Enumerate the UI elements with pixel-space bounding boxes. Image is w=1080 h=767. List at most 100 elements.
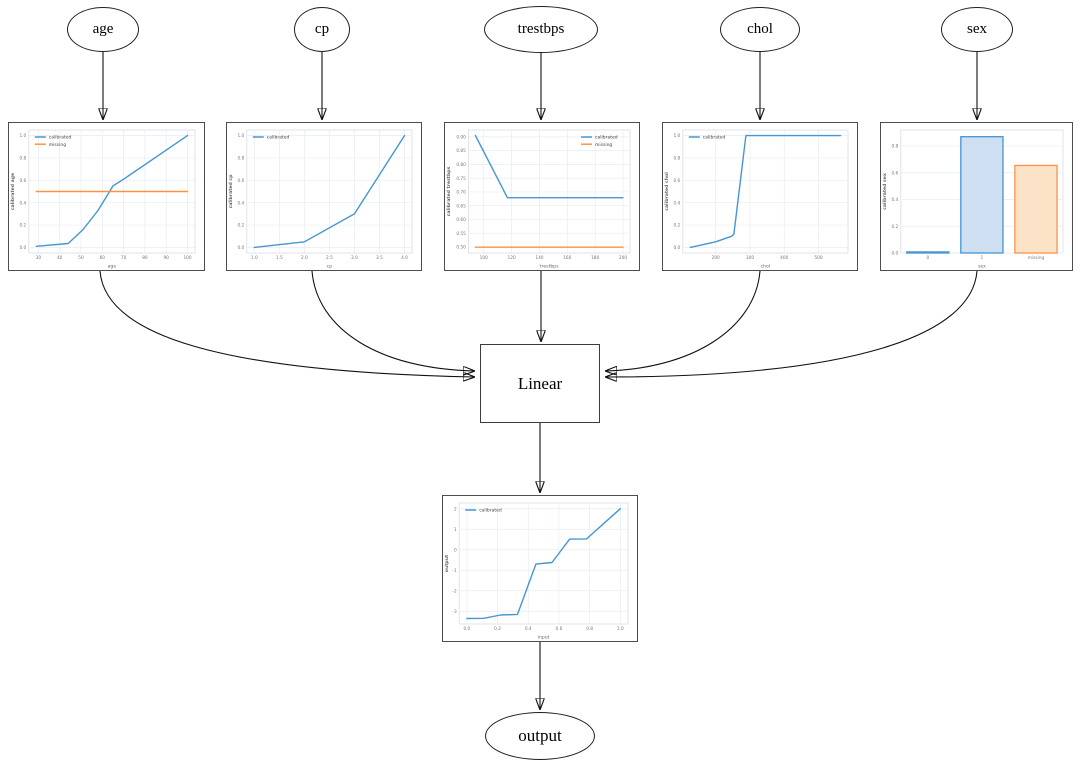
svg-text:0.0: 0.0	[19, 245, 26, 251]
svg-text:missing: missing	[595, 142, 612, 148]
svg-text:0.2: 0.2	[891, 224, 898, 230]
node-age-label: age	[92, 21, 114, 37]
svg-text:3.5: 3.5	[376, 255, 383, 261]
svg-text:1.0: 1.0	[673, 133, 680, 139]
node-cp-label: cp	[314, 21, 330, 37]
svg-text:0.6: 0.6	[19, 178, 26, 184]
node-trestbps-label: trestbps	[517, 21, 565, 37]
svg-text:1.0: 1.0	[617, 626, 624, 632]
svg-text:age: age	[108, 265, 117, 270]
node-linear: Linear	[480, 344, 600, 423]
svg-text:0.6: 0.6	[237, 178, 244, 184]
svg-text:-2: -2	[452, 588, 457, 594]
svg-text:calibrated age: calibrated age	[10, 173, 16, 210]
svg-text:0.55: 0.55	[456, 231, 466, 237]
svg-text:1.0: 1.0	[251, 255, 258, 261]
svg-text:calibrated: calibrated	[49, 135, 72, 141]
svg-text:0: 0	[454, 547, 457, 553]
svg-text:0.8: 0.8	[19, 156, 26, 162]
node-sex: sex	[941, 7, 1013, 52]
node-age: age	[67, 7, 139, 52]
svg-text:0.2: 0.2	[237, 223, 244, 229]
svg-text:0.8: 0.8	[673, 156, 680, 162]
svg-text:calibrated: calibrated	[595, 135, 618, 141]
svg-text:50: 50	[78, 255, 84, 261]
svg-text:missing: missing	[49, 142, 66, 148]
svg-text:output: output	[444, 554, 450, 572]
svg-text:calibrated sex: calibrated sex	[882, 173, 888, 210]
svg-text:0.80: 0.80	[456, 162, 466, 168]
svg-text:0.0: 0.0	[237, 245, 244, 251]
svg-text:0.2: 0.2	[19, 223, 26, 229]
svg-text:0.4: 0.4	[19, 200, 26, 206]
svg-text:0.2: 0.2	[673, 223, 680, 229]
svg-text:0: 0	[926, 255, 929, 261]
svg-text:0.0: 0.0	[463, 626, 470, 632]
svg-text:70: 70	[121, 255, 127, 261]
svg-text:2: 2	[454, 506, 457, 512]
node-chol: chol	[720, 7, 800, 52]
node-output: output	[485, 712, 595, 760]
svg-text:-3: -3	[452, 609, 457, 615]
svg-text:200: 200	[712, 255, 720, 261]
svg-text:calibrated trestbps: calibrated trestbps	[446, 166, 452, 216]
svg-text:input: input	[538, 635, 550, 641]
svg-text:0.4: 0.4	[525, 626, 532, 632]
svg-text:0.8: 0.8	[237, 156, 244, 162]
svg-text:2.5: 2.5	[326, 255, 333, 261]
svg-text:1.0: 1.0	[237, 133, 244, 139]
edge-age-plot-to-linear	[99, 270, 475, 377]
svg-text:missing: missing	[1028, 255, 1045, 261]
svg-text:3.0: 3.0	[351, 255, 358, 261]
svg-text:-1: -1	[452, 568, 457, 574]
svg-text:80: 80	[142, 255, 148, 261]
svg-text:calibrated cp: calibrated cp	[228, 174, 234, 209]
svg-text:0.6: 0.6	[556, 626, 563, 632]
svg-text:calibrated: calibrated	[479, 508, 502, 514]
svg-text:160: 160	[563, 255, 571, 261]
edge-chol-plot-to-linear	[605, 270, 761, 371]
svg-text:90: 90	[164, 255, 170, 261]
svg-text:0.4: 0.4	[237, 200, 244, 206]
svg-text:chol: chol	[761, 264, 771, 270]
svg-text:1.0: 1.0	[19, 133, 26, 139]
node-output-label: output	[518, 726, 562, 745]
node-sex-label: sex	[967, 21, 987, 37]
svg-text:40: 40	[57, 255, 63, 261]
svg-text:100: 100	[480, 255, 488, 261]
svg-text:0.8: 0.8	[586, 626, 593, 632]
svg-text:0.90: 0.90	[456, 134, 466, 140]
svg-text:0.8: 0.8	[891, 144, 898, 150]
svg-text:calibrated: calibrated	[703, 135, 726, 141]
svg-text:0.75: 0.75	[456, 176, 466, 182]
svg-text:140: 140	[535, 255, 543, 261]
svg-text:0.2: 0.2	[494, 626, 501, 632]
svg-text:calibrated: calibrated	[267, 135, 290, 141]
svg-text:120: 120	[507, 255, 515, 261]
svg-text:sex: sex	[978, 265, 986, 270]
edge-cp-plot-to-linear	[311, 270, 475, 371]
svg-text:100: 100	[183, 255, 191, 261]
svg-text:0.70: 0.70	[456, 190, 466, 196]
svg-text:500: 500	[814, 255, 822, 261]
node-cp: cp	[294, 7, 350, 52]
svg-text:300: 300	[746, 255, 754, 261]
svg-text:1.5: 1.5	[276, 255, 283, 261]
edge-sex-plot-to-linear	[605, 270, 978, 377]
svg-text:calibrated chol: calibrated chol	[664, 172, 670, 211]
svg-text:0.4: 0.4	[891, 197, 898, 203]
node-linear-label: Linear	[517, 373, 563, 393]
svg-text:0.0: 0.0	[673, 245, 680, 251]
svg-text:0.65: 0.65	[456, 203, 466, 209]
svg-text:60: 60	[100, 255, 106, 261]
svg-text:0.60: 0.60	[456, 217, 466, 223]
svg-text:200: 200	[619, 255, 627, 261]
node-trestbps: trestbps	[484, 6, 598, 53]
